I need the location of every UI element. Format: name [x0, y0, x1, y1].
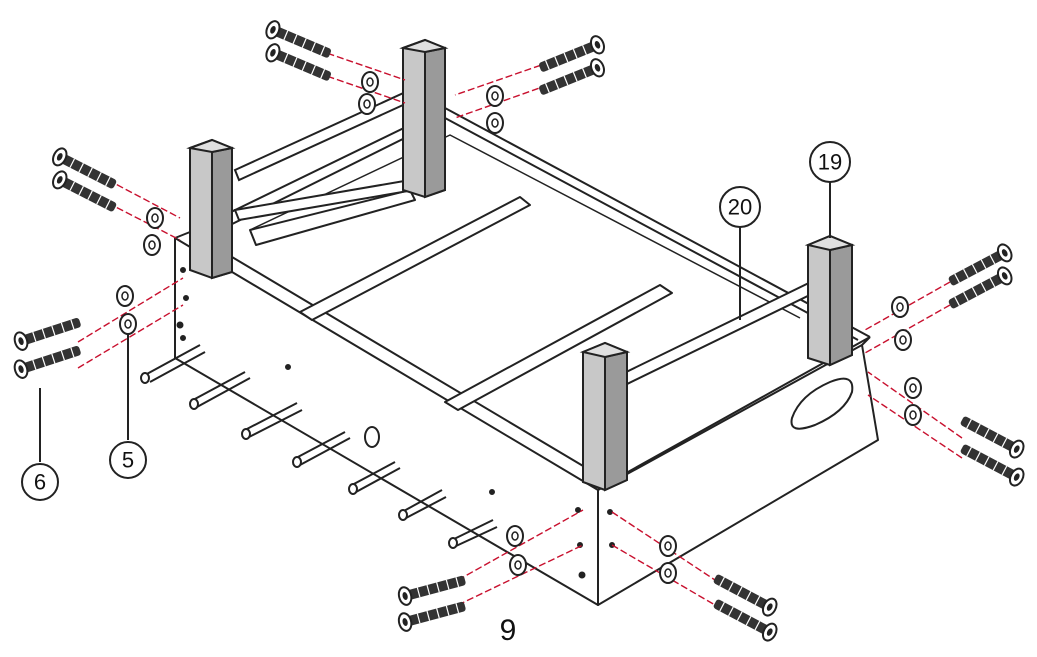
rod-stub [241, 402, 303, 440]
bolt-icon [11, 312, 84, 353]
washer-icon [509, 554, 527, 576]
page-number: 9 [499, 614, 517, 647]
washer-icon [904, 377, 922, 399]
rod-stubs [140, 344, 498, 549]
rod-stub [348, 461, 401, 495]
table-frame [174, 107, 879, 606]
callouts: 6 5 19 20 [21, 141, 851, 501]
callout-20-label: 20 [728, 195, 752, 220]
washer-icon [486, 112, 504, 134]
goal-opening [790, 377, 854, 430]
washer-icon [486, 85, 504, 107]
leg-post-icon [186, 138, 236, 280]
washer-icon [119, 313, 137, 335]
right-end-panel [597, 344, 879, 606]
washer-icon [891, 296, 909, 318]
leg-post [399, 38, 449, 199]
callout-19-label: 19 [818, 150, 842, 175]
callout-6-circle [21, 463, 59, 501]
washer-icon [358, 93, 376, 115]
rod-stub [292, 431, 351, 468]
washer-icon [659, 562, 677, 584]
leg-post [579, 341, 631, 492]
callout-5-label: 5 [122, 448, 134, 473]
rod-stub [189, 371, 251, 410]
callout-20-circle [719, 186, 761, 228]
washer-icon [146, 207, 164, 229]
rod-stub [448, 519, 498, 549]
cross-beam-2 [444, 284, 673, 411]
washer-icon [361, 71, 379, 93]
callout-5-circle [109, 441, 147, 479]
leg-post-19 [804, 234, 856, 367]
ball-hole [364, 426, 380, 448]
washer-icon [904, 404, 922, 426]
washer-icon [659, 535, 677, 557]
cross-beam-1 [299, 196, 531, 321]
washer-icon [894, 329, 912, 351]
callout-19-circle [809, 141, 851, 183]
legs [186, 38, 856, 492]
rod-stub [140, 344, 206, 384]
washer-icon [143, 234, 161, 256]
washer-icon [116, 285, 134, 307]
bolt-icon [49, 168, 121, 218]
bolt-icon [944, 264, 1016, 314]
washer-icon [506, 525, 524, 547]
rod-stub [398, 489, 447, 521]
callout-6-label: 6 [34, 470, 46, 495]
left-side-panel [174, 237, 599, 606]
bolt-icon [395, 570, 469, 608]
